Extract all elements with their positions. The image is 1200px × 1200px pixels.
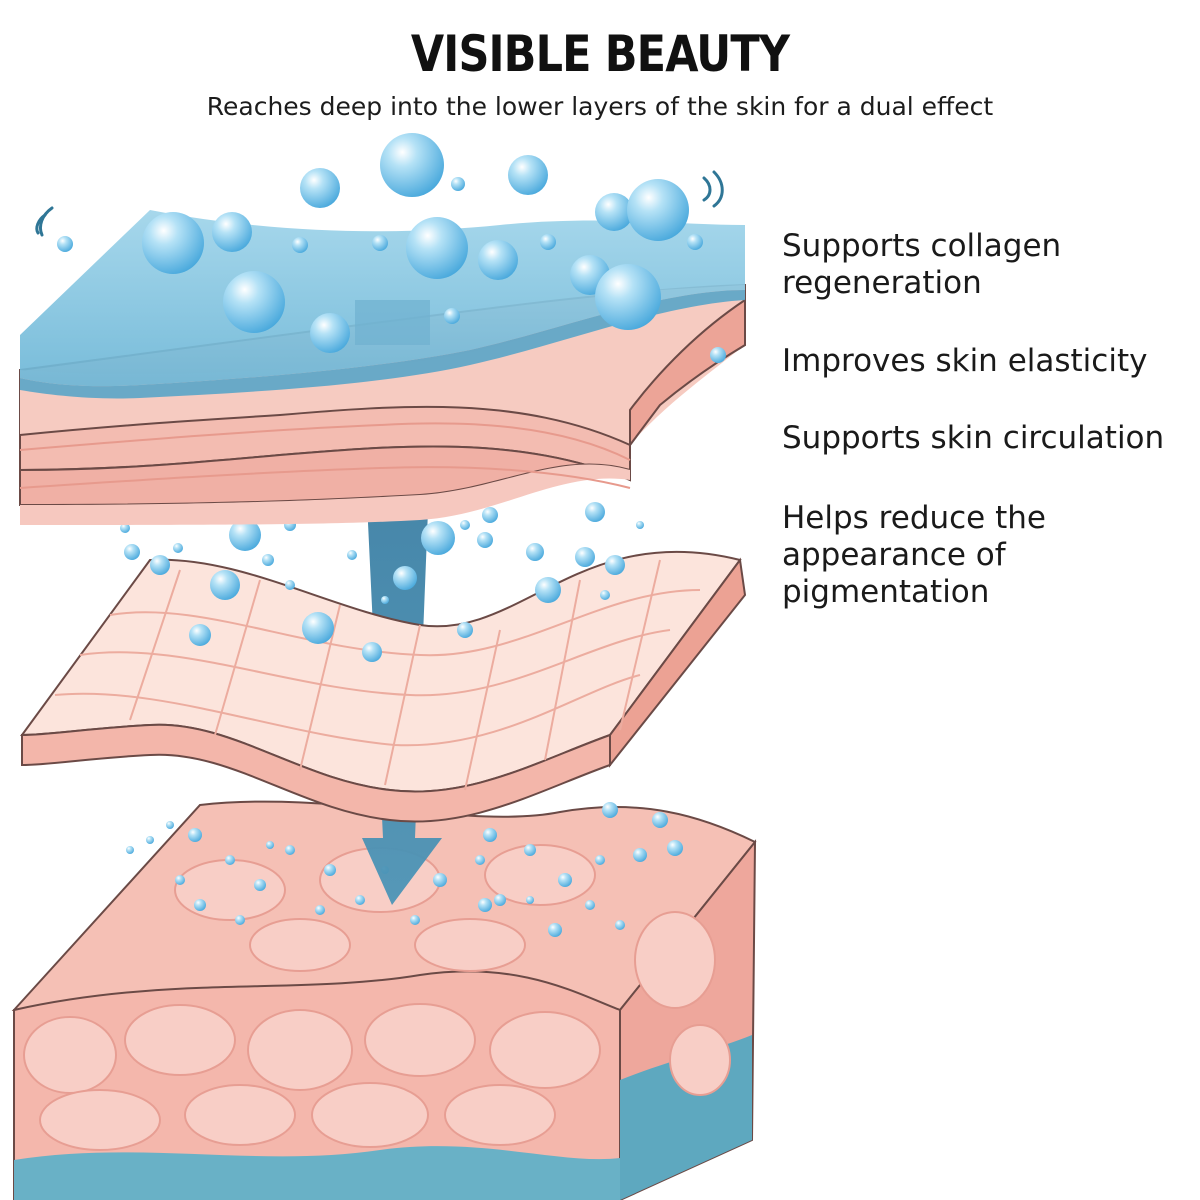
benefit-elasticity: Improves skin elasticity [782,343,1148,379]
benefit-collagen: Supports collagen regeneration [782,228,1062,301]
sparkle-marks [35,170,724,237]
page-subtitle: Reaches deep into the lower layers of th… [206,92,994,121]
benefit-circulation: Supports skin circulation [782,420,1165,456]
middle-skin-layer [20,502,747,823]
moisture-bubbles [57,133,726,363]
bottom-skin-block [11,800,757,1200]
benefit-pigmentation: Helps reduce the appearance of pigmentat… [782,500,1046,610]
page-title: VISIBLE BEAUTY [410,25,790,83]
